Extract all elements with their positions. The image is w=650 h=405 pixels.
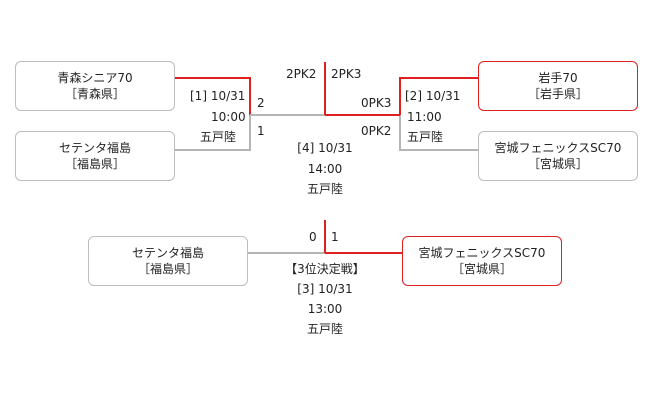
match2-time: 11:00 [407,110,442,124]
final-number: [4] 10/31 [297,141,353,155]
team-box-setenta: セテンタ福島 ［福島県］ [15,131,175,181]
team-name: 宮城フェニックスSC70 [418,246,546,260]
third-title: 【3位決定戦】 [285,262,365,276]
line-aomori-to-match1 [175,77,251,115]
match2-score-top: 0PK3 [361,96,392,110]
match1-number: [1] 10/31 [190,89,246,103]
match1-score-top: 2 [257,96,265,110]
team-pref: ［福島県］ [64,157,125,171]
match2-number: [2] 10/31 [405,89,461,103]
line-iwate-to-match2 [399,77,478,115]
match1-score-bottom: 1 [257,124,265,138]
final-score-right: 2PK3 [331,67,362,81]
third-time: 13:00 [307,302,343,316]
third-score-left: 0 [309,230,317,244]
third-number: [3] 10/31 [297,282,353,296]
team-name: 岩手70 [538,71,578,85]
team-pref: ［岩手県］ [527,87,588,101]
match2-score-bottom: 0PK2 [361,124,392,138]
final-venue: 五戸陸 [306,182,343,196]
match2-venue: 五戸陸 [407,130,444,144]
line-miyagi-to-match2 [399,115,478,151]
final-time: 14:00 [307,162,343,176]
team-name: 宮城フェニックスSC70 [494,141,622,155]
team-pref: ［宮城県］ [527,157,588,171]
team-box-miyagi: 宮城フェニックスSC70 ［宮城県］ [478,131,638,181]
match1-time: 10:00 [211,110,246,124]
team-box-iwate: 岩手70 ［岩手県］ [478,61,638,111]
team-box-setenta-third: セテンタ福島 ［福島県］ [88,236,248,286]
team-name: 青森シニア70 [57,71,133,85]
team-pref: ［青森県］ [64,87,125,101]
match1-venue: 五戸陸 [200,130,237,144]
third-venue: 五戸陸 [306,322,343,336]
team-box-miyagi-third: 宮城フェニックスSC70 ［宮城県］ [402,236,562,286]
team-box-aomori: 青森シニア70 ［青森県］ [15,61,175,111]
line-setenta-to-match1 [175,115,251,151]
team-name: セテンタ福島 [58,141,131,155]
third-score-right: 1 [331,230,339,244]
team-pref: ［宮城県］ [451,262,512,276]
team-name: セテンタ福島 [131,246,204,260]
final-score-left: 2PK2 [286,67,317,81]
team-pref: ［福島県］ [137,262,198,276]
